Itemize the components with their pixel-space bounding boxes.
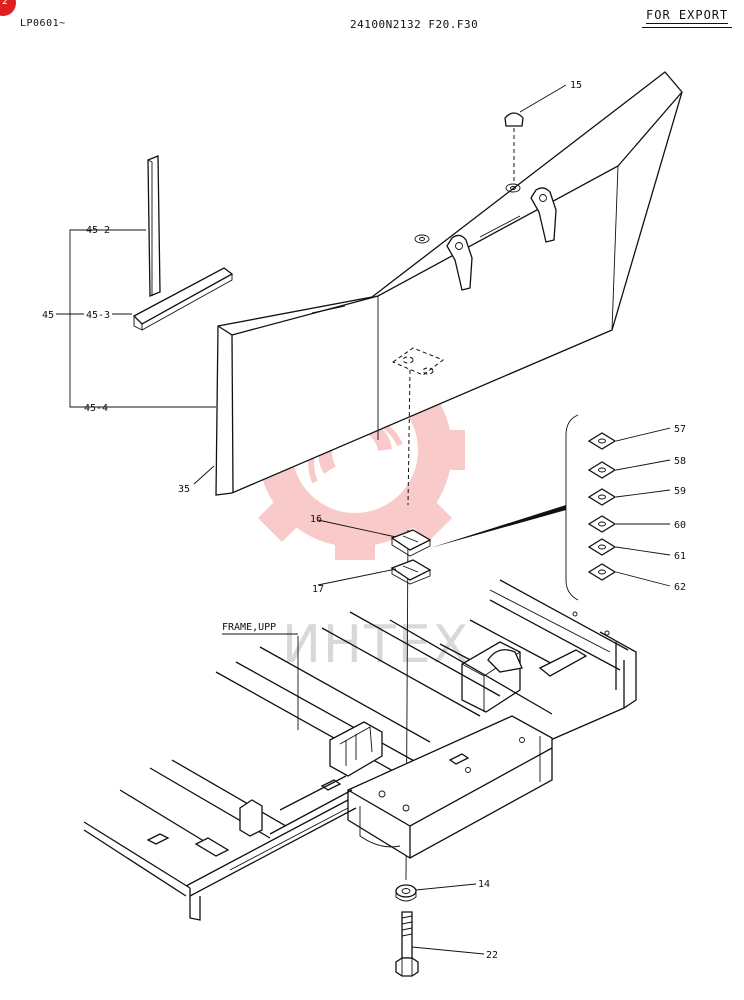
callout-62: 62	[674, 582, 686, 593]
watermark-text: ИНТЕХ	[282, 615, 470, 675]
callout-15: 15	[570, 80, 582, 91]
washer-14	[395, 884, 417, 902]
bar-45-2	[147, 155, 161, 297]
callout-17: 17	[312, 584, 324, 595]
top-hole-left	[414, 234, 430, 244]
diagram-title: 24100N2132 F20.F30	[350, 18, 479, 31]
page-badge-number: 2	[2, 0, 8, 7]
callout-45-2: 45-2	[86, 225, 110, 236]
callout-45-3: 45-3	[86, 310, 110, 321]
top-hole-right	[505, 183, 521, 193]
shim-16	[390, 529, 432, 557]
callout-45: 45	[42, 310, 54, 321]
lifting-eye-left	[446, 234, 473, 291]
callout-59: 59	[674, 486, 686, 497]
callout-frame-upp: FRAME,UPP	[222, 622, 276, 633]
shim-17	[390, 559, 432, 585]
callout-58: 58	[674, 456, 686, 467]
callout-14: 14	[478, 879, 490, 890]
callout-22: 22	[486, 950, 498, 961]
bar-45-3	[132, 267, 234, 325]
callout-60: 60	[674, 520, 686, 531]
callout-57: 57	[674, 424, 686, 435]
callout-45-4: 45-4	[84, 403, 108, 414]
callout-35: 35	[178, 484, 190, 495]
frame-upper	[83, 579, 637, 921]
plug-cap-15	[504, 112, 524, 127]
page-badge: 2	[0, 0, 16, 16]
counterweight-35	[215, 71, 683, 496]
shim-leader	[430, 505, 566, 548]
callout-16: 16	[310, 514, 322, 525]
shim-stack-57-62	[587, 432, 617, 581]
export-note: FOR EXPORT	[641, 8, 733, 28]
lifting-eye-right	[530, 187, 557, 243]
callout-61: 61	[674, 551, 686, 562]
page-code: LP0601~	[20, 18, 66, 29]
bolt-22	[395, 911, 419, 977]
